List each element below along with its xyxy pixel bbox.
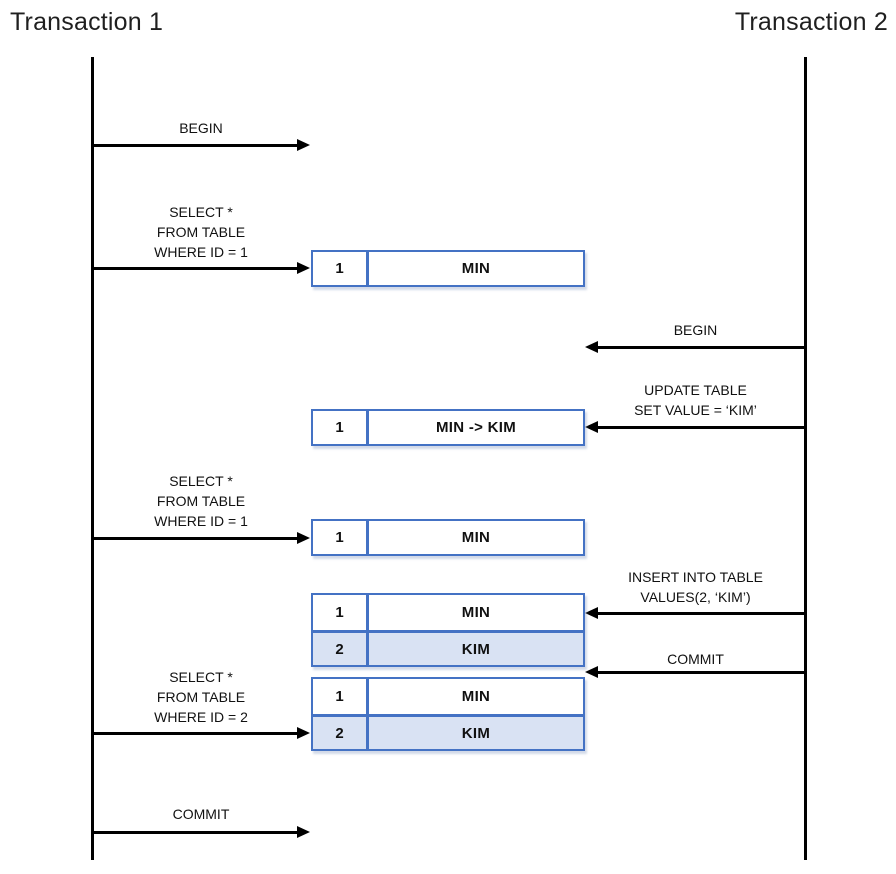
label-line: SELECT * [169,473,233,489]
row-value-cell: MIN [461,604,491,621]
label-t1-select-id2: SELECT * FROM TABLE WHERE ID = 2 [92,667,310,727]
arrow-head-icon [585,666,598,678]
arrow-head-icon [297,139,310,151]
arrow-t2-update [585,421,806,434]
result-table-snapshot-1: 1 MIN [311,250,585,287]
table-row: 1 MIN [313,252,583,285]
row-id-cell: 1 [313,252,369,285]
result-table-snapshot-2: 1 MIN -> KIM [311,409,585,446]
row-id-cell: 1 [313,595,369,630]
label-t1-select-id1-first: SELECT * FROM TABLE WHERE ID = 1 [92,202,310,262]
arrow-shaft [92,831,299,834]
label-line: WHERE ID = 1 [154,244,248,260]
label-line: SELECT * [169,204,233,220]
arrow-t1-commit [92,826,310,839]
table-row: 1 MIN [313,521,583,554]
arrow-head-icon [297,727,310,739]
label-line: SET VALUE = ‘KIM’ [634,402,757,418]
transaction-1-timeline [91,57,94,860]
label-line: UPDATE TABLE [644,382,747,398]
arrow-t1-begin [92,139,310,152]
label-t2-update: UPDATE TABLE SET VALUE = ‘KIM’ [585,380,806,420]
row-value-cell: MIN [461,260,491,277]
row-id-cell: 1 [313,679,369,714]
label-t2-begin: BEGIN [673,322,718,338]
arrow-head-icon [585,607,598,619]
arrow-t1-select-id1-second [92,532,310,545]
table-row: 1 MIN -> KIM [313,411,583,444]
arrow-shaft [596,346,806,349]
row-id-cell: 1 [313,411,369,444]
label-t2-insert: INSERT INTO TABLE VALUES(2, ‘KIM’) [585,567,806,607]
label-line: FROM TABLE [156,689,246,705]
arrow-shaft [92,144,299,147]
row-value-cell: KIM [461,640,491,658]
result-table-snapshot-4: 1 MIN 2 KIM [311,593,585,667]
arrow-t2-insert [585,607,806,620]
result-table-snapshot-3: 1 MIN [311,519,585,556]
label-t1-commit: COMMIT [172,806,230,822]
transaction-2-title: Transaction 2 [734,8,888,36]
row-id-cell: 2 [313,633,369,665]
arrow-t2-commit [585,666,806,679]
row-value-cell: MIN [461,529,491,546]
row-value-cell: MIN [461,688,491,705]
label-line: VALUES(2, ‘KIM’) [640,589,751,605]
table-row-highlighted: 2 KIM [313,630,583,665]
arrow-shaft [92,732,299,735]
label-line: FROM TABLE [156,224,246,240]
row-value-cell: MIN -> KIM [435,419,517,436]
arrow-shaft [596,671,806,674]
label-line: FROM TABLE [156,493,246,509]
result-table-snapshot-5: 1 MIN 2 KIM [311,677,585,751]
arrow-head-icon [585,421,598,433]
arrow-t2-begin [585,341,806,354]
table-row: 1 MIN [313,595,583,630]
row-value-cell: KIM [461,724,491,742]
arrow-t1-select-id1-first [92,262,310,275]
arrow-shaft [596,612,806,615]
arrow-head-icon [297,826,310,838]
label-line: SELECT * [169,669,233,685]
label-line: WHERE ID = 2 [154,709,248,725]
arrow-t1-select-id2 [92,727,310,740]
row-id-cell: 1 [313,521,369,554]
transaction-2-timeline [804,57,807,860]
arrow-head-icon [585,341,598,353]
label-line: INSERT INTO TABLE [628,569,763,585]
arrow-head-icon [297,532,310,544]
transaction-1-title: Transaction 1 [10,8,164,36]
label-line: WHERE ID = 1 [154,513,248,529]
table-row: 1 MIN [313,679,583,714]
arrow-shaft [92,537,299,540]
arrow-shaft [92,267,299,270]
arrow-head-icon [297,262,310,274]
arrow-shaft [596,426,806,429]
row-id-cell: 2 [313,717,369,749]
label-t1-begin: BEGIN [179,120,223,136]
table-row-highlighted: 2 KIM [313,714,583,749]
label-t2-commit: COMMIT [667,651,724,667]
label-t1-select-id1-second: SELECT * FROM TABLE WHERE ID = 1 [92,471,310,531]
